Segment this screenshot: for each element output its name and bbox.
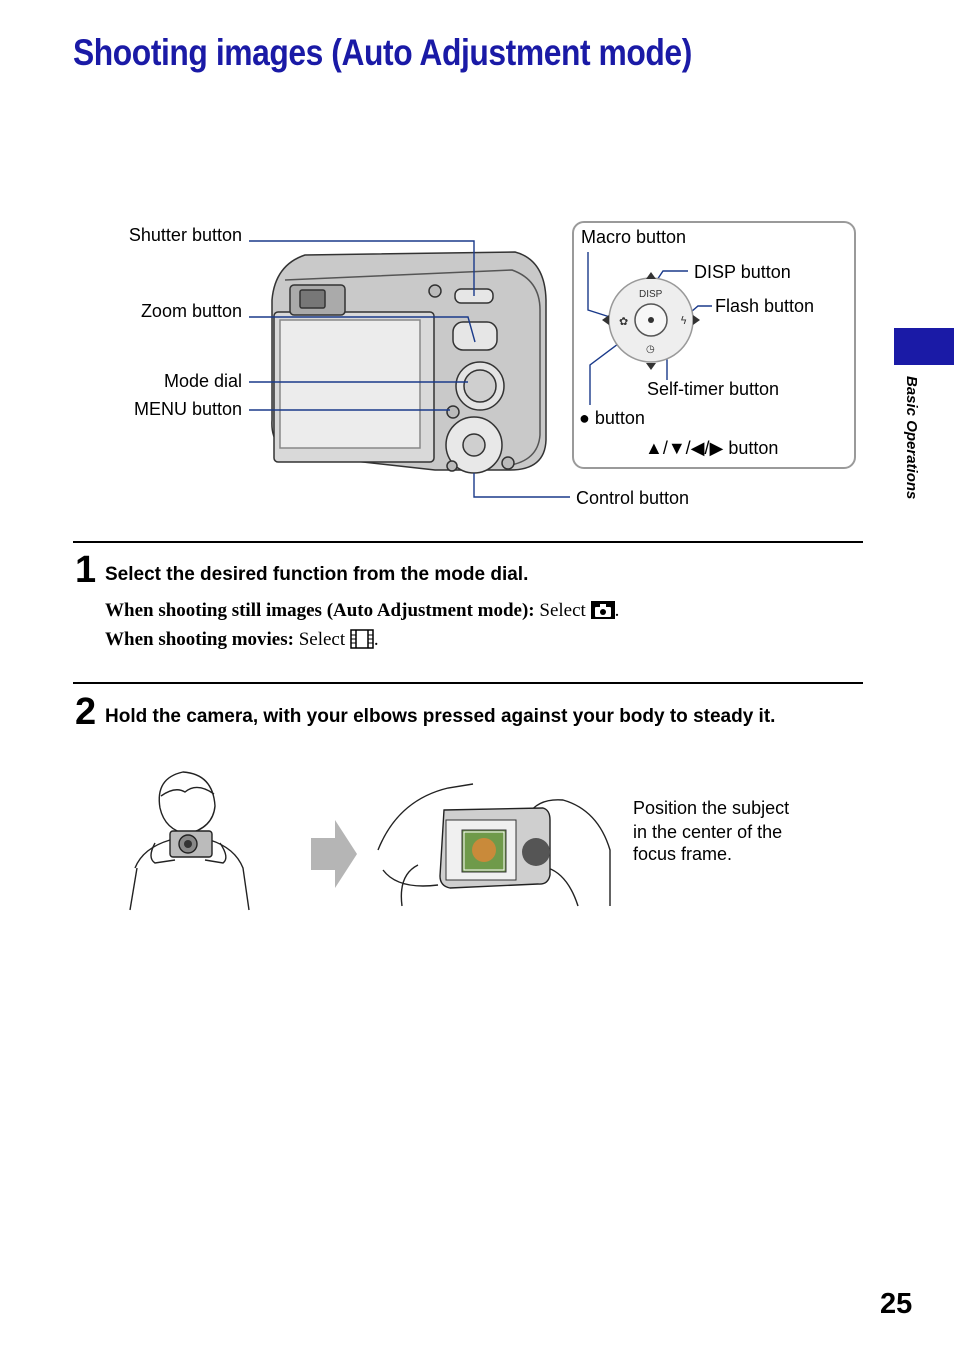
arrow-buttons-label: ▲/▼/◀/▶ button [645,438,779,458]
leader-lines [249,240,712,498]
step-1-movies-line: When shooting movies: Select . [105,629,379,651]
camera-icon [590,601,615,619]
control-button-label: Control button [576,488,690,508]
svg-text:◷: ◷ [646,344,655,355]
movies-select: Select [298,629,346,650]
movie-film-icon [350,629,374,649]
shutter-button-label: Shutter button [128,225,242,245]
svg-text:✿: ✿ [619,315,628,328]
person-holding-camera-illustration [129,771,250,911]
camera-body [271,251,547,474]
self-timer-button-label: Self-timer button [647,379,780,399]
movies-period: . [373,629,379,650]
menu-button-label: MENU button [133,399,242,419]
camera-back-illustration: ϟ ✿ ◷ [249,240,712,498]
still-images-period: . [614,600,620,621]
section-tab-marker [894,328,954,365]
mode-dial-label: Mode dial [163,371,242,391]
section-tab-label: Basic Operations [903,376,920,500]
control-pad-illustration: ϟ ✿ ◷ [602,272,700,370]
center-button-label: ● button [579,408,645,428]
movies-condition: When shooting movies: [105,629,294,650]
next-arrow-icon [311,820,357,888]
step-1-still-images-line: When shooting still images (Auto Adjustm… [105,600,619,622]
still-images-select: Select [539,600,586,621]
zoom-button-label: Zoom button [140,301,242,321]
disp-mark: DISP [639,289,663,300]
flash-button-label: Flash button [715,296,815,316]
page-number: 25 [880,1288,913,1320]
step-1-divider [73,541,863,543]
step-2-divider [73,682,863,684]
still-images-condition: When shooting still images (Auto Adjustm… [105,600,535,621]
hands-holding-camera-illustration [377,783,611,907]
step-1-heading: Select the desired function from the mod… [105,564,529,585]
step-2-number: 2 [75,691,97,733]
caption-line-2: in the center of the [633,822,783,842]
svg-text:ϟ: ϟ [680,314,687,327]
caption-line-3: focus frame. [633,844,733,864]
step-1-number: 1 [75,549,97,591]
page-title: Shooting images (Auto Adjustment mode) [73,32,692,73]
caption-line-1: Position the subject [633,798,790,818]
macro-button-label: Macro button [581,227,687,247]
step-2-heading: Hold the camera, with your elbows presse… [105,706,776,727]
control-button-callout [572,221,856,469]
disp-button-label: DISP button [694,262,791,282]
